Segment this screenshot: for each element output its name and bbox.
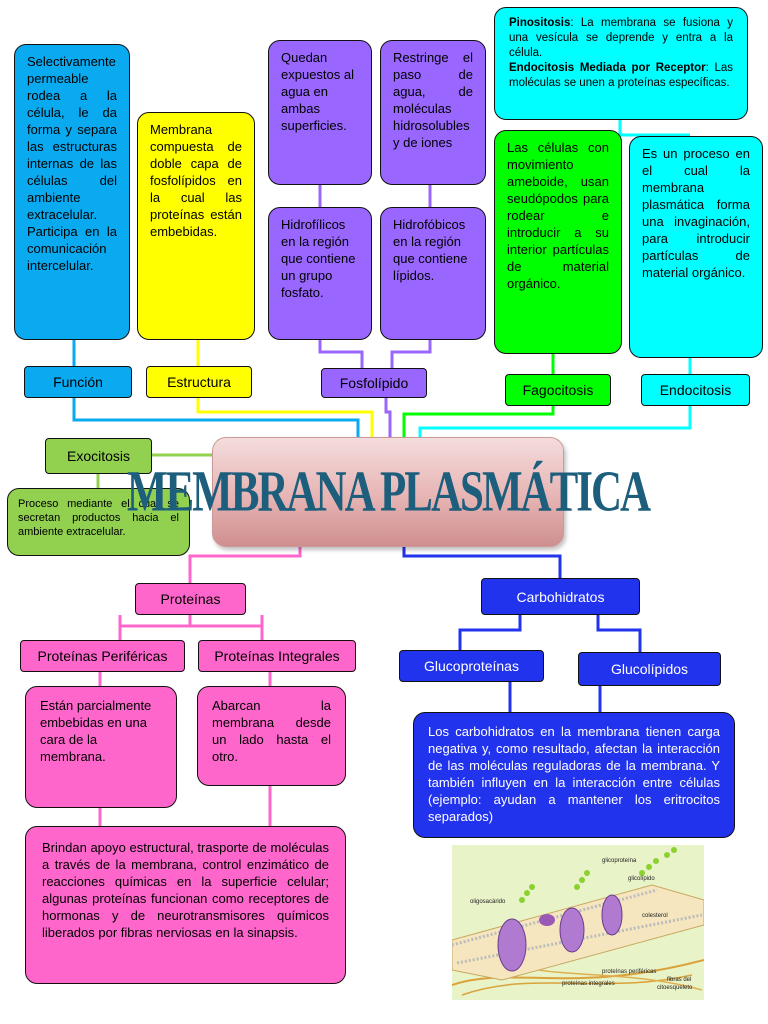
expuestos-description: Quedan expuestos al agua en ambas superf… <box>268 40 372 185</box>
endocitosis-description: Es un proceso en el cual la membrana pla… <box>629 136 763 358</box>
main-title: MEMBRANA PLASMÁTICA <box>127 437 651 547</box>
membrane-illustration: glicoproteína glicolípido oligosacárido … <box>451 845 705 1000</box>
fosfolipido-label: Fosfolípido <box>321 368 427 398</box>
hidrofilicos-description: Hidrofílicos en la región que contiene u… <box>268 207 372 340</box>
carbohidratos-description: Los carbohidratos en la membrana tienen … <box>413 712 735 838</box>
fibras-label: fibras del <box>667 977 691 983</box>
proteinas-label: Proteínas <box>135 583 246 615</box>
oligosacarido-label: oligosacárido <box>470 899 506 905</box>
glucoproteinas-label: Glucoproteínas <box>399 650 544 682</box>
funcion-label: Función <box>24 366 132 398</box>
proteinas-perifericas-illus-label: proteínas periféricas <box>602 969 656 975</box>
pinocitosis-description: Pinositosis: La membrana se fusiona y un… <box>494 7 748 120</box>
main-title-text: MEMBRANA PLASMÁTICA <box>126 460 651 524</box>
endocitosis-mediada-text: : Las moléculas se unen a proteínas espe… <box>509 62 733 89</box>
fagocitosis-description: Las células con movimiento ameboide, usa… <box>494 130 622 354</box>
glicolipido-label: glicolípido <box>628 876 655 882</box>
exocitosis-description: Proceso mediante el cual se secretan pro… <box>7 488 190 556</box>
colesterol-label: colesterol <box>642 913 668 919</box>
membrane-diagram: glicoproteína glicolípido oligosacárido … <box>451 847 705 996</box>
restringe-description: Restringe el paso de agua, de moléculas … <box>380 40 486 185</box>
integrales-description: Abarcan la membrana desde un lado hasta … <box>197 686 346 786</box>
carbohidratos-label: Carbohidratos <box>481 578 640 615</box>
estructura-description: Membrana compuesta de doble capa de fosf… <box>137 112 255 340</box>
proteinas-integrales-label: Proteínas Integrales <box>198 640 356 672</box>
funcion-description: Selectivamente permeable rodea a la célu… <box>14 44 130 340</box>
citoesqueleto-label: citoesqueleto <box>657 985 693 991</box>
estructura-label: Estructura <box>146 366 252 398</box>
glicoproteina-label: glicoproteína <box>602 858 637 864</box>
exocitosis-label: Exocitosis <box>45 438 152 474</box>
proteinas-perifericas-label: Proteínas Periféricas <box>20 640 185 672</box>
proteinas-integrales-illus-label: proteínas integrales <box>562 981 615 987</box>
endocitosis-mediada-term: Endocitosis Mediada por Receptor <box>509 62 706 74</box>
glucolipidos-label: Glucolípidos <box>578 652 721 686</box>
hidrofobicos-description: Hidrofóbicos en la región que contiene l… <box>380 207 486 340</box>
proteinas-funcion-description: Brindan apoyo estructural, trasporte de … <box>25 826 346 984</box>
perifericas-description: Están parcialmente embebidas en una cara… <box>25 686 177 808</box>
fagocitosis-label: Fagocitosis <box>505 374 611 406</box>
pinocitosis-term: Pinositosis <box>509 17 571 29</box>
endocitosis-label: Endocitosis <box>641 374 750 406</box>
pinocitosis-text: : La membrana se fusiona y una vesícula … <box>509 17 733 59</box>
